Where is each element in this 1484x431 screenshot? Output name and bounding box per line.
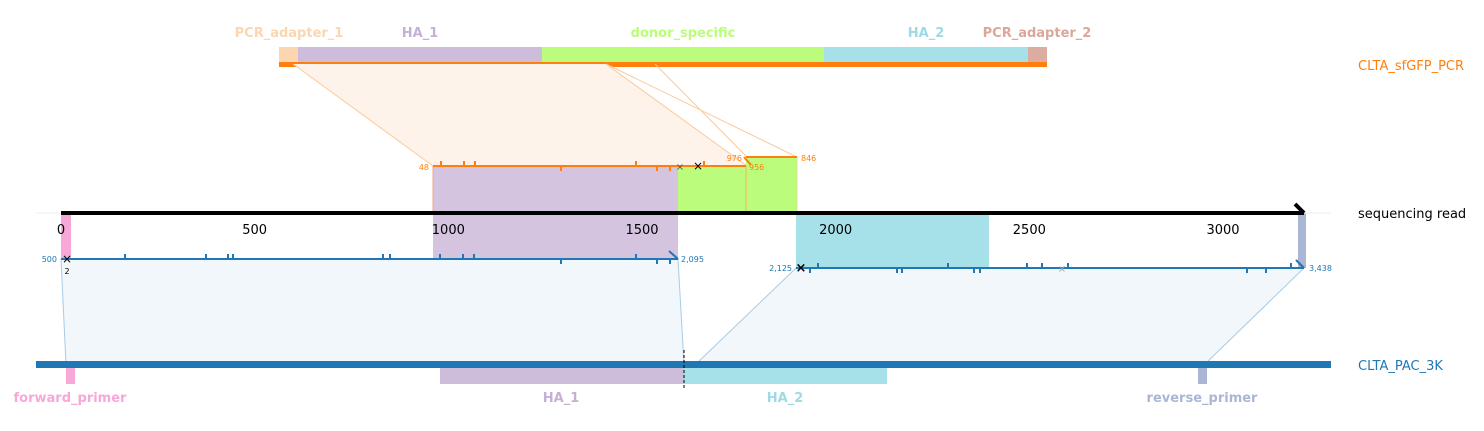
top-projection-right-2	[654, 63, 748, 158]
bottom-projection-4	[1204, 267, 1305, 365]
bottom-reference-name: CLTA_PAC_3K	[1358, 359, 1443, 374]
sequencing-read-axis: 0 500 1000 1500 2000 2500 3000 sequencing read	[36, 202, 1466, 238]
bottom-mismatch-marker-3: ×	[1058, 264, 1066, 275]
bottom-feature-ha2-bar	[684, 368, 887, 384]
bottom-projection-2	[677, 258, 685, 365]
top-aln-ticks	[440, 161, 705, 171]
bottom-aln-end-label-2: 3,438	[1309, 264, 1332, 273]
top-aln-label-846: 846	[801, 154, 816, 163]
bottom-aln-primer-box	[61, 213, 71, 259]
bottom-feature-ha1-bar	[440, 368, 684, 384]
top-projection-left	[292, 63, 434, 167]
bottom-feature-forward-primer-bar	[66, 368, 75, 384]
bottom-alignment-shade-left	[61, 259, 684, 364]
top-aln-start-label: 48	[419, 163, 429, 172]
top-reference: PCR_adapter_1 HA_1 donor_specific HA_2 P…	[235, 26, 1464, 74]
axis-tick-label: 0	[57, 223, 65, 238]
bottom-feature-ha2-label: HA_2	[767, 391, 804, 406]
top-alignment: × × 48 976 956 846	[292, 63, 816, 213]
sequencing-read-arrowhead	[1293, 202, 1306, 215]
bottom-feature-reverse-primer-bar	[1198, 368, 1207, 384]
top-feature-ha1-label: HA_1	[402, 26, 439, 41]
top-feature-pcr-adapter-1-label: PCR_adapter_1	[235, 26, 344, 41]
axis-tick-label: 2000	[819, 223, 852, 238]
bottom-alignment-shade-right	[696, 268, 1304, 364]
top-feature-ha2-label: HA_2	[908, 26, 945, 41]
top-feature-pcr-adapter-1-bar	[279, 47, 298, 62]
top-reference-name: CLTA_sfGFP_PCR	[1358, 59, 1464, 74]
bottom-aln-start-label: 500	[42, 255, 57, 264]
top-aln-label-976: 976	[727, 154, 742, 163]
top-feature-pcr-adapter-2-bar	[1028, 47, 1047, 62]
bottom-feature-ha1-label: HA_1	[543, 391, 580, 406]
bottom-projection-1	[60, 258, 67, 365]
top-projection-mid	[605, 63, 748, 167]
axis-tick-label: 1500	[625, 223, 658, 238]
bottom-aln-ha2-box	[796, 213, 989, 268]
top-reference-line	[279, 62, 1047, 67]
top-feature-donor-specific-label: donor_specific	[631, 26, 736, 41]
top-aln-connector	[743, 156, 752, 166]
top-aln-donor-box-2	[746, 157, 797, 213]
axis-tick-label: 500	[242, 223, 267, 238]
top-mismatch-marker-2: ×	[693, 159, 703, 173]
top-aln-donor-box	[678, 166, 746, 213]
top-feature-donor-specific-bar	[542, 47, 824, 62]
top-feature-ha1-bar	[298, 47, 542, 62]
top-aln-ha1-box	[433, 166, 678, 213]
top-feature-pcr-adapter-2-label: PCR_adapter_2	[983, 26, 1092, 41]
bottom-feature-reverse-primer-label: reverse_primer	[1147, 391, 1259, 406]
axis-tick-label: 2500	[1013, 223, 1046, 238]
top-feature-ha2-bar	[824, 47, 1028, 62]
top-aln-label-956: 956	[749, 163, 764, 172]
top-alignment-shade	[293, 64, 747, 166]
bottom-aln-ha1-box	[433, 213, 678, 259]
bottom-mismatch-marker-2: ×	[796, 261, 807, 276]
bottom-feature-forward-primer-label: forward_primer	[14, 391, 128, 406]
bottom-alignment: × × × 500 2 2,095 2,125 3,438	[42, 213, 1332, 365]
axis-ticks: 0 500 1000 1500 2000 2500 3000	[57, 223, 1240, 238]
bottom-reference-line	[36, 361, 1331, 368]
bottom-aln-end-arrow-2	[1295, 259, 1305, 269]
bottom-mismatch-marker-1: ×	[62, 252, 72, 266]
bottom-projection-3	[695, 267, 797, 365]
axis-tick-label: 3000	[1206, 223, 1239, 238]
sequencing-read-name: sequencing read	[1358, 207, 1466, 222]
bottom-aln-reverse-primer-box	[1298, 213, 1306, 268]
axis-tick-label: 1000	[432, 223, 465, 238]
bottom-aln-end-arrow-1	[668, 250, 679, 260]
bottom-reference: forward_primer HA_1 HA_2 reverse_primer …	[14, 350, 1443, 406]
bottom-aln-ticks	[124, 254, 1292, 273]
bottom-aln-start-label-2: 2,125	[769, 264, 792, 273]
bottom-aln-sub-label: 2	[64, 267, 69, 276]
top-mismatch-marker-1: ×	[676, 162, 684, 173]
bottom-aln-end-label-1: 2,095	[681, 255, 704, 264]
